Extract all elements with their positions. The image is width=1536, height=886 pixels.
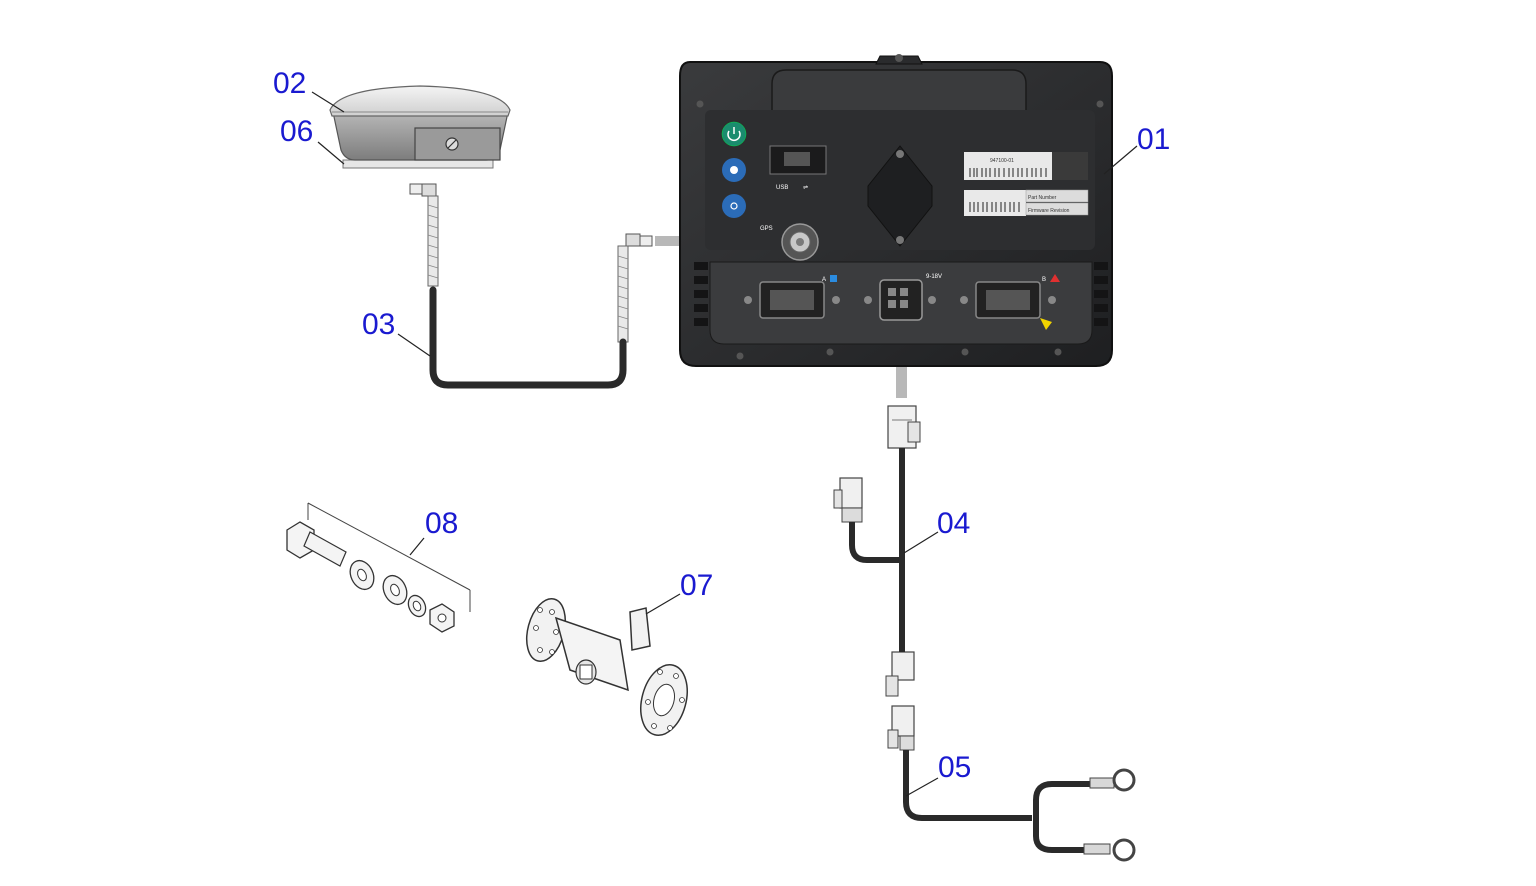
callout-04: 04 (937, 507, 970, 540)
ram-mount (525, 597, 688, 736)
usb-label: USB (776, 185, 788, 191)
usb-icon: ⇌ (803, 184, 808, 191)
port-a-label: A (822, 277, 826, 283)
callout-05: 05 (938, 751, 971, 784)
power-cable (833, 405, 921, 697)
antenna-mount-plate (342, 159, 494, 169)
warning-arrow-icon (1040, 318, 1052, 330)
gps-antenna (329, 85, 511, 169)
callout-07: 07 (680, 569, 713, 602)
antenna-cable (409, 183, 653, 389)
callout-06: 06 (280, 115, 313, 148)
display-unit-rear: USB ⇌ GPS 947100-01 (679, 54, 1113, 367)
battery-cable (887, 705, 1136, 862)
brightness-down-icon (722, 194, 746, 218)
callout-08: 08 (425, 507, 458, 540)
firmware-sticker-text: Firmware Revision (1028, 208, 1070, 214)
port-b-label: B (1042, 277, 1046, 283)
ring-terminal-1 (1112, 768, 1136, 792)
serial-sticker (964, 152, 1052, 180)
bolt-hardware-set (286, 502, 471, 633)
callout-02: 02 (273, 67, 306, 100)
center-diamond-cover (867, 145, 933, 247)
ring-terminal-2 (1112, 838, 1136, 862)
callout-01: 01 (1137, 123, 1170, 156)
serial-sticker-text: 947100-01 (990, 158, 1014, 164)
antenna-dome (329, 85, 511, 117)
part-number-sticker-text: Part Number (1028, 195, 1057, 201)
part-number-sticker (964, 190, 1026, 216)
leader-lines (311, 91, 1138, 797)
power-port-label: 9-18V (926, 274, 942, 280)
gps-label: GPS (760, 226, 773, 232)
callout-03: 03 (362, 308, 395, 341)
